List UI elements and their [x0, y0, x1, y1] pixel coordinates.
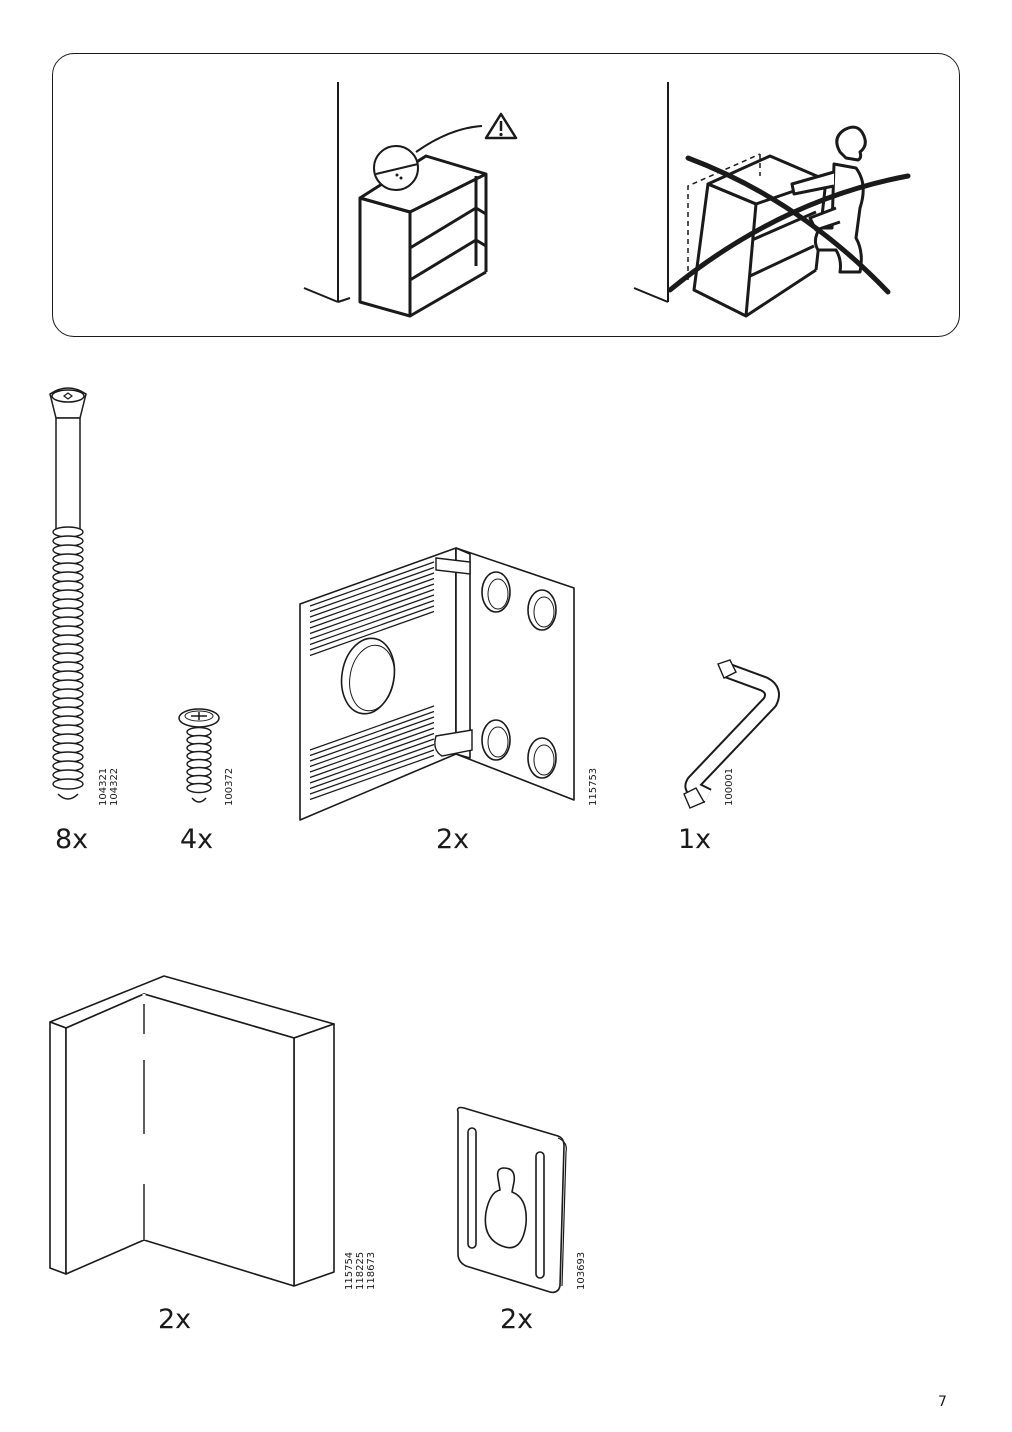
part-quantity: 2x	[436, 824, 470, 855]
part-quantity: 8x	[55, 824, 89, 855]
allen-key-illustration	[683, 659, 780, 809]
part-code: 103693	[576, 1251, 587, 1290]
corner-panel-illustration	[49, 975, 335, 1287]
anchored-shelf-illustration	[303, 82, 488, 318]
warning-triangle-icon	[484, 112, 518, 140]
part-quantity: 4x	[180, 824, 214, 855]
part-quantity: 2x	[158, 1304, 192, 1335]
part-code: 100372	[224, 767, 235, 806]
part-quantity: 1x	[678, 824, 712, 855]
part-code: 115754 118225 118673	[344, 1251, 377, 1290]
corner-bracket-illustration	[299, 547, 575, 821]
part-code: 104321 104322	[98, 767, 120, 806]
part-code: 115753	[588, 767, 599, 806]
tipping-prohibited-illustration	[633, 82, 911, 318]
keyhole-plate-illustration	[456, 1106, 567, 1294]
warning-panel	[52, 53, 960, 337]
long-screw-illustration	[49, 387, 87, 800]
page-number: 7	[938, 1394, 947, 1410]
short-screw-illustration	[178, 708, 220, 803]
part-code: 100001	[724, 767, 735, 806]
part-quantity: 2x	[500, 1304, 534, 1335]
